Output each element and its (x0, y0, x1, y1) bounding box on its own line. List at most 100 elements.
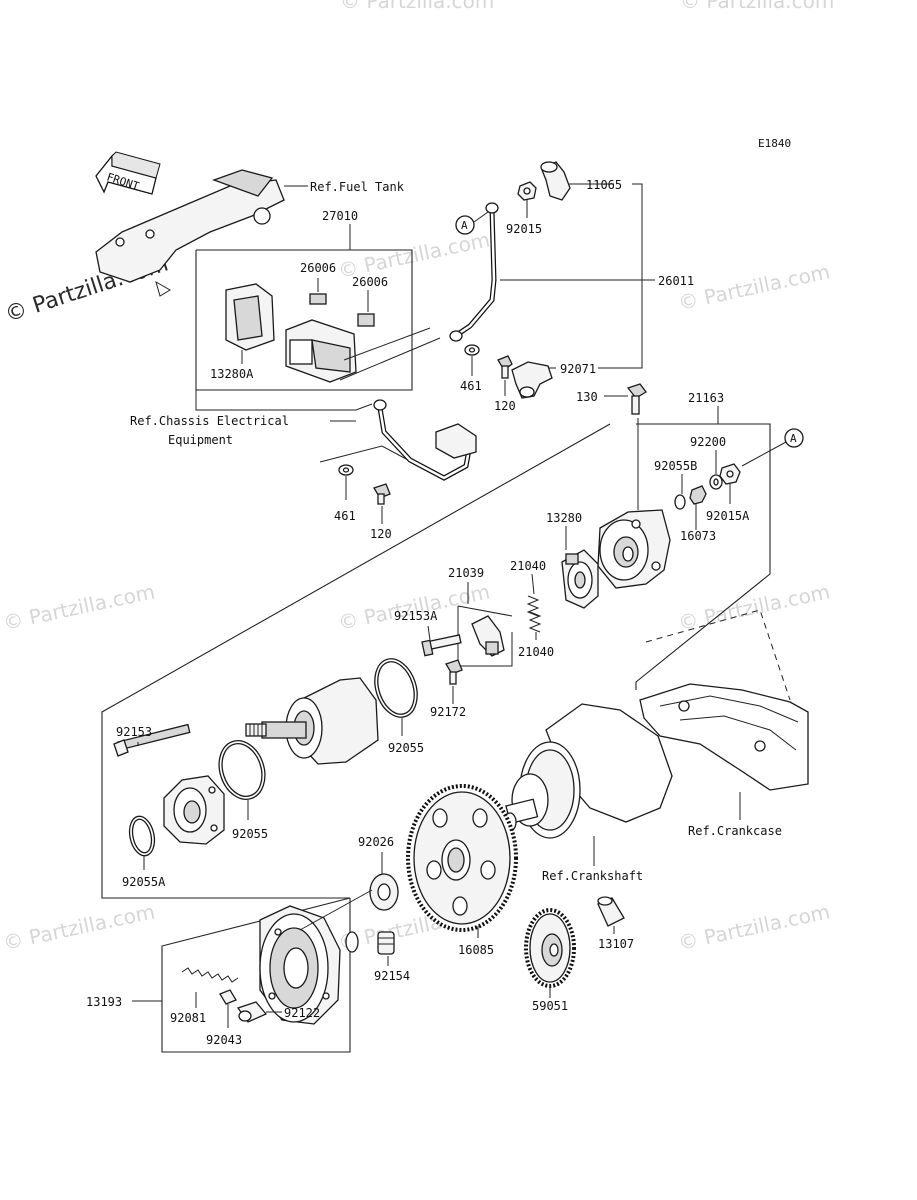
starter-clutch-13193 (259, 905, 359, 1025)
bolt-130 (626, 383, 647, 415)
callout-92055: 92055 (388, 741, 424, 755)
callout-21163: 21163 (688, 391, 724, 405)
marker-a-right: A (784, 428, 804, 448)
starter-motor-yoke (245, 677, 379, 765)
callout-92043: 92043 (206, 1033, 242, 1047)
callout-16085: 16085 (458, 943, 494, 957)
spring-21040-a (526, 595, 540, 617)
shaft-92154 (377, 931, 395, 955)
callout-13280: 13280 (546, 511, 582, 525)
oring-92055-upper (374, 658, 418, 718)
watermark-text: © Partzilla.com (680, 0, 834, 13)
bolt-92153 (113, 723, 191, 757)
chassis-ground-cable (373, 399, 477, 481)
starter-cable-26011 (449, 202, 499, 342)
watermark-text: © Partzilla.com (676, 899, 832, 955)
watermark-text: © Partzilla.com (676, 259, 832, 315)
oring-92055B (674, 494, 686, 510)
starter-relay-13280A (225, 283, 275, 351)
washer-92026 (369, 873, 399, 911)
callout-21040: 21040 (510, 559, 546, 573)
callout-92071: 92071 (560, 362, 596, 376)
starter-end-cover (597, 509, 671, 589)
watermarks: © Partzilla.com © Partzilla.com © Partzi… (1, 0, 834, 955)
callout-59051: 59051 (532, 999, 568, 1013)
callout-92055A: 92055A (122, 875, 166, 889)
ref-crankcase-label: Ref.Crankcase (688, 824, 782, 838)
bolt-120-a (497, 355, 513, 379)
callout-26006: 26006 (300, 261, 336, 275)
plunger-92043 (219, 989, 237, 1005)
callout-13107: 13107 (598, 937, 634, 951)
marker-a: A (790, 432, 797, 445)
gear-16085 (406, 784, 518, 932)
bolt-92153A (421, 634, 462, 657)
front-arrow-icon: FRONT (95, 151, 161, 195)
nut-16073 (689, 485, 707, 505)
watermark-text: © Partzilla.com (336, 579, 492, 635)
oring-92055-lower (218, 740, 266, 800)
ref-fuel-tank-label: Ref.Fuel Tank (310, 180, 405, 194)
callout-21040: 21040 (518, 645, 554, 659)
cap-11065 (540, 161, 571, 201)
washer-461-a (464, 344, 480, 356)
nut-92015A (719, 463, 741, 485)
callout-120: 120 (370, 527, 392, 541)
callout-92153: 92153 (116, 725, 152, 739)
callout-21039: 21039 (448, 566, 484, 580)
sleeve-13107 (597, 896, 625, 927)
callout-27010: 27010 (322, 209, 358, 223)
ref-chassis-label: Ref.Chassis Electrical (130, 414, 289, 428)
watermark-text: © Partzilla.com (1, 579, 157, 635)
nut-92015 (517, 181, 537, 201)
callout-92081: 92081 (170, 1011, 206, 1025)
fuse-26006-b (357, 313, 375, 327)
starter-relay (285, 319, 357, 383)
fuse-26006-a (309, 293, 327, 305)
callout-92153A: 92153A (394, 609, 438, 623)
callout-92055: 92055 (232, 827, 268, 841)
ref-crankshaft-label: Ref.Crankshaft (542, 869, 643, 883)
callout-16073: 16073 (680, 529, 716, 543)
callout-26006: 26006 (352, 275, 388, 289)
callout-13280A: 13280A (210, 367, 254, 381)
crankshaft-reference (503, 703, 673, 839)
callout-92015: 92015 (506, 222, 542, 236)
watermark-text: © Partzilla.com (1, 899, 157, 955)
callout-13193: 13193 (86, 995, 122, 1009)
oring-92055A (128, 815, 156, 857)
screw-92172 (445, 659, 463, 685)
callout-92055B: 92055B (654, 459, 697, 473)
cap-92071 (511, 361, 553, 399)
callout-461: 461 (334, 509, 356, 523)
callout-92200: 92200 (690, 435, 726, 449)
callout-11065: 11065 (586, 178, 622, 192)
callout-26011: 26011 (658, 274, 694, 288)
marker-a: A (461, 219, 468, 232)
callout-92026: 92026 (358, 835, 394, 849)
callout-461: 461 (460, 379, 482, 393)
callout-92172: 92172 (430, 705, 466, 719)
spring-92081 (181, 967, 239, 983)
callout-92154: 92154 (374, 969, 410, 983)
bolt-120-b (373, 483, 391, 505)
roller-92122 (236, 1001, 268, 1023)
callout-92122: 92122 (284, 1006, 320, 1020)
crankcase-reference (639, 609, 809, 791)
ref-chassis-label-2: Equipment (168, 433, 233, 447)
washer-92200 (709, 474, 723, 490)
spring-21040-b (528, 611, 542, 633)
fuel-tank-bracket (95, 169, 285, 297)
watermark-text: © Partzilla.com (340, 0, 494, 13)
callout-130: 130 (576, 390, 598, 404)
brush-holder-13280 (561, 549, 599, 609)
gear-59051 (524, 908, 576, 988)
brush-21039 (471, 615, 505, 657)
washer-461-b (338, 464, 354, 476)
callout-92015A: 92015A (706, 509, 750, 523)
starter-front-cover (163, 775, 225, 845)
diagram-code: E1840 (758, 137, 791, 150)
callout-120: 120 (494, 399, 516, 413)
marker-a-top: A (455, 215, 475, 235)
